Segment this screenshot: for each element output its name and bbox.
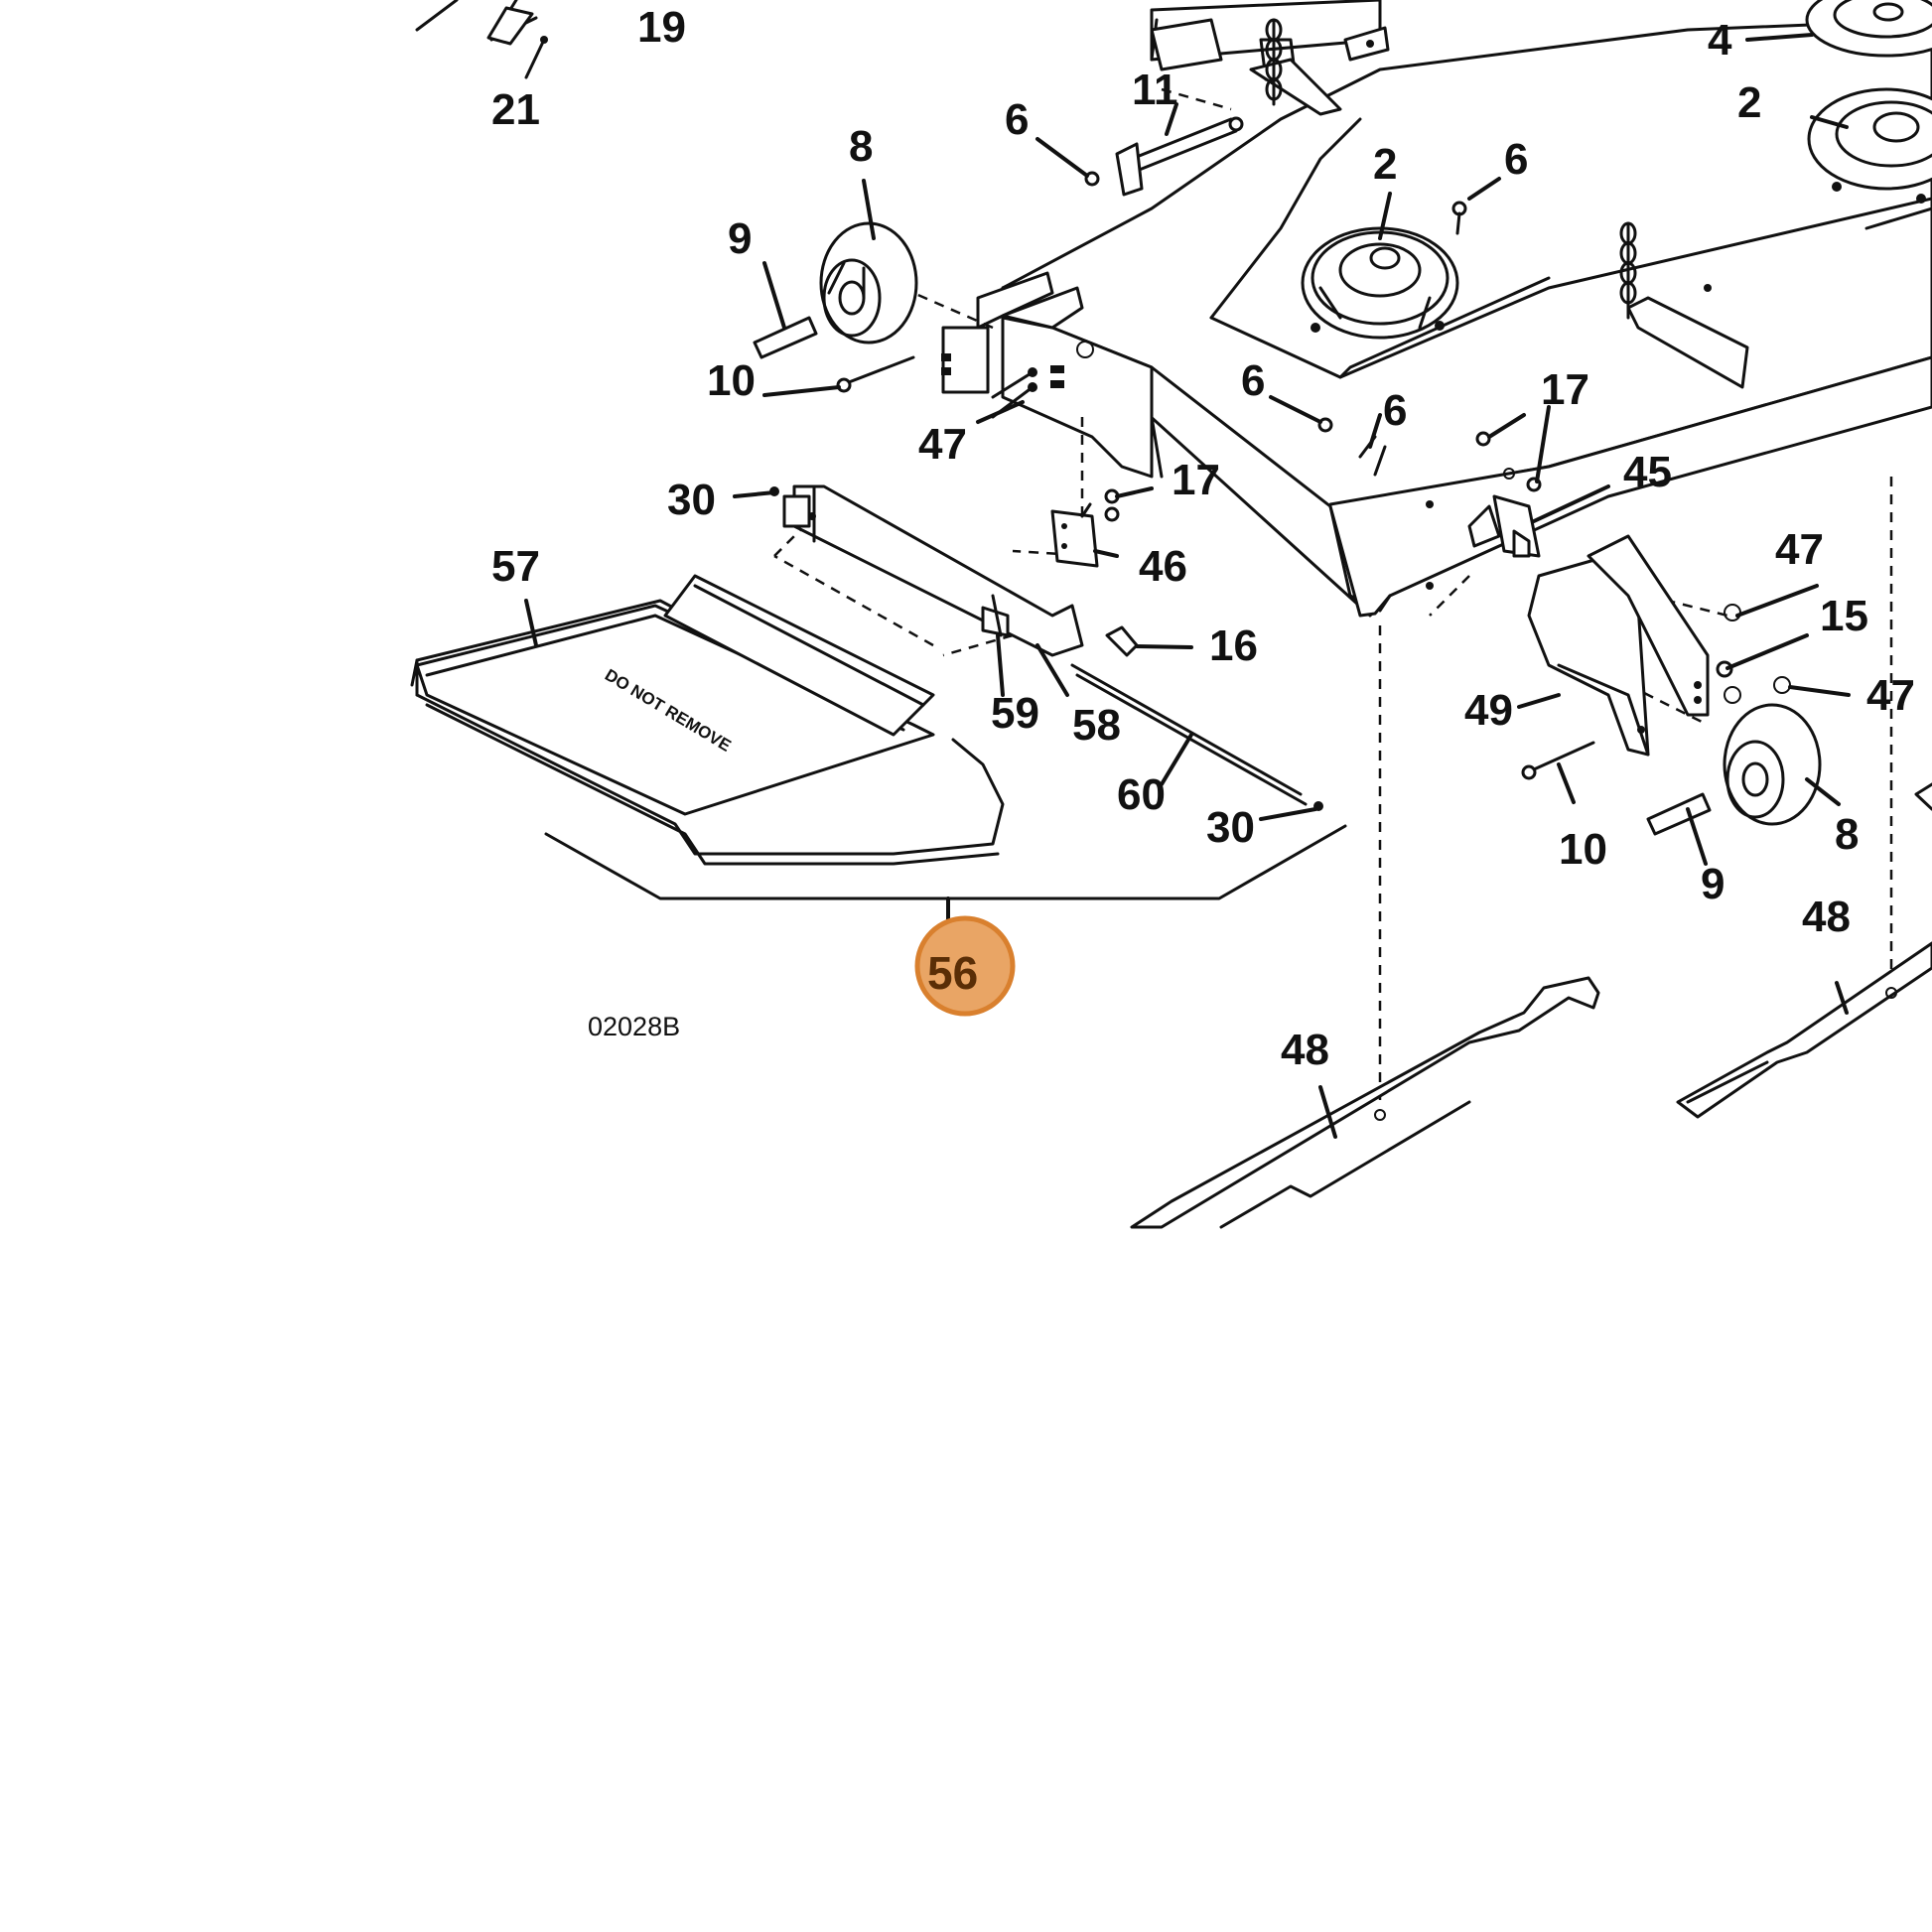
part-10-bolt-left bbox=[836, 355, 915, 393]
part-21-bolt bbox=[524, 36, 548, 79]
part-9-wheel-axle-left bbox=[753, 316, 818, 359]
part-59-spring bbox=[981, 594, 1010, 637]
part-2-spindle-pulley-center bbox=[1301, 226, 1459, 340]
part-49-bracket bbox=[1527, 534, 1710, 757]
part-8-gauge-wheel-left bbox=[819, 221, 918, 345]
callout-30-left[interactable]: 30 bbox=[667, 476, 716, 524]
callout-6-right[interactable]: 6 bbox=[1504, 135, 1528, 184]
callout-59[interactable]: 59 bbox=[991, 689, 1039, 738]
callout-6-top[interactable]: 6 bbox=[1005, 95, 1029, 144]
callout-56-highlight[interactable] bbox=[914, 915, 1016, 1017]
callout-4[interactable]: 4 bbox=[1708, 16, 1732, 65]
callout-10-left[interactable]: 10 bbox=[707, 356, 756, 405]
part-2-spindle-pulley-right bbox=[1807, 87, 1932, 204]
deck-front-edge bbox=[1328, 355, 1932, 618]
callout-56[interactable]: 56 bbox=[927, 947, 978, 999]
callout-30-right[interactable]: 30 bbox=[1206, 803, 1255, 852]
part-15-bolt bbox=[1716, 660, 1733, 678]
callout-47-left[interactable]: 47 bbox=[918, 420, 967, 469]
callout-60[interactable]: 60 bbox=[1117, 770, 1166, 819]
callout-17-right[interactable]: 17 bbox=[1541, 365, 1589, 414]
callout-49[interactable]: 49 bbox=[1464, 686, 1513, 735]
callout-8-right[interactable]: 8 bbox=[1835, 810, 1859, 859]
callout-45[interactable]: 45 bbox=[1623, 448, 1672, 496]
callout-46[interactable]: 46 bbox=[1139, 542, 1187, 591]
part-17-bolts-left bbox=[1104, 488, 1120, 522]
part-16-knob bbox=[1105, 625, 1139, 657]
drawing-number: 02028B bbox=[588, 1012, 680, 1041]
part-19-bracket bbox=[415, 0, 538, 46]
callout-6-mid-right[interactable]: 6 bbox=[1383, 386, 1407, 435]
callout-leaders bbox=[524, 33, 1851, 1139]
deck-right-partial bbox=[1914, 782, 1932, 811]
callout-8-left[interactable]: 8 bbox=[849, 122, 873, 171]
part-9-wheel-axle-right bbox=[1646, 792, 1712, 836]
callout-48-right[interactable]: 48 bbox=[1802, 893, 1851, 941]
part-48-blade-left bbox=[1130, 976, 1600, 1229]
chain-bracket-top bbox=[1150, 18, 1390, 116]
callout-57[interactable]: 57 bbox=[491, 542, 540, 591]
part-48-blade-right bbox=[1676, 941, 1932, 1119]
callout-9-left[interactable]: 9 bbox=[728, 214, 752, 263]
part-4-idler-pulley bbox=[1805, 0, 1932, 58]
part-10-bolt-right bbox=[1521, 741, 1595, 780]
callout-16[interactable]: 16 bbox=[1209, 621, 1258, 670]
callout-47-right-lower[interactable]: 47 bbox=[1866, 671, 1915, 720]
part-46-bracket bbox=[1050, 502, 1099, 568]
part-58-deflector-rod-bracket bbox=[782, 484, 1084, 657]
callout-2-center[interactable]: 2 bbox=[1373, 140, 1397, 189]
part-8-gauge-wheel-right bbox=[1723, 703, 1822, 826]
callout-21[interactable]: 21 bbox=[491, 85, 540, 134]
part-11-pin bbox=[1115, 116, 1244, 197]
callout-2-right[interactable]: 2 bbox=[1737, 78, 1761, 127]
part-60-rod bbox=[1070, 663, 1308, 806]
callout-labels: 19 21 11 4 2 2 6 6 6 6 8 8 9 9 10 10 47 … bbox=[491, 3, 1915, 1074]
callout-47-right-upper[interactable]: 47 bbox=[1775, 525, 1824, 574]
part-45-bracket bbox=[1467, 494, 1541, 558]
callout-15[interactable]: 15 bbox=[1820, 592, 1868, 640]
callout-48-left[interactable]: 48 bbox=[1281, 1026, 1329, 1074]
chain-bracket-right bbox=[1619, 221, 1749, 389]
callout-11[interactable]: 11 bbox=[1132, 66, 1178, 114]
assembly-alignment-lines bbox=[773, 87, 1893, 1102]
callout-58[interactable]: 58 bbox=[1072, 701, 1121, 750]
callout-19[interactable]: 19 bbox=[637, 3, 686, 52]
callout-17-left[interactable]: 17 bbox=[1172, 456, 1220, 504]
callout-10-right[interactable]: 10 bbox=[1559, 825, 1607, 874]
callout-6-mid-left[interactable]: 6 bbox=[1241, 356, 1265, 405]
part-57-grass-deflector: DO NOT REMOVE bbox=[410, 574, 1005, 866]
callout-9-right[interactable]: 9 bbox=[1701, 860, 1725, 908]
